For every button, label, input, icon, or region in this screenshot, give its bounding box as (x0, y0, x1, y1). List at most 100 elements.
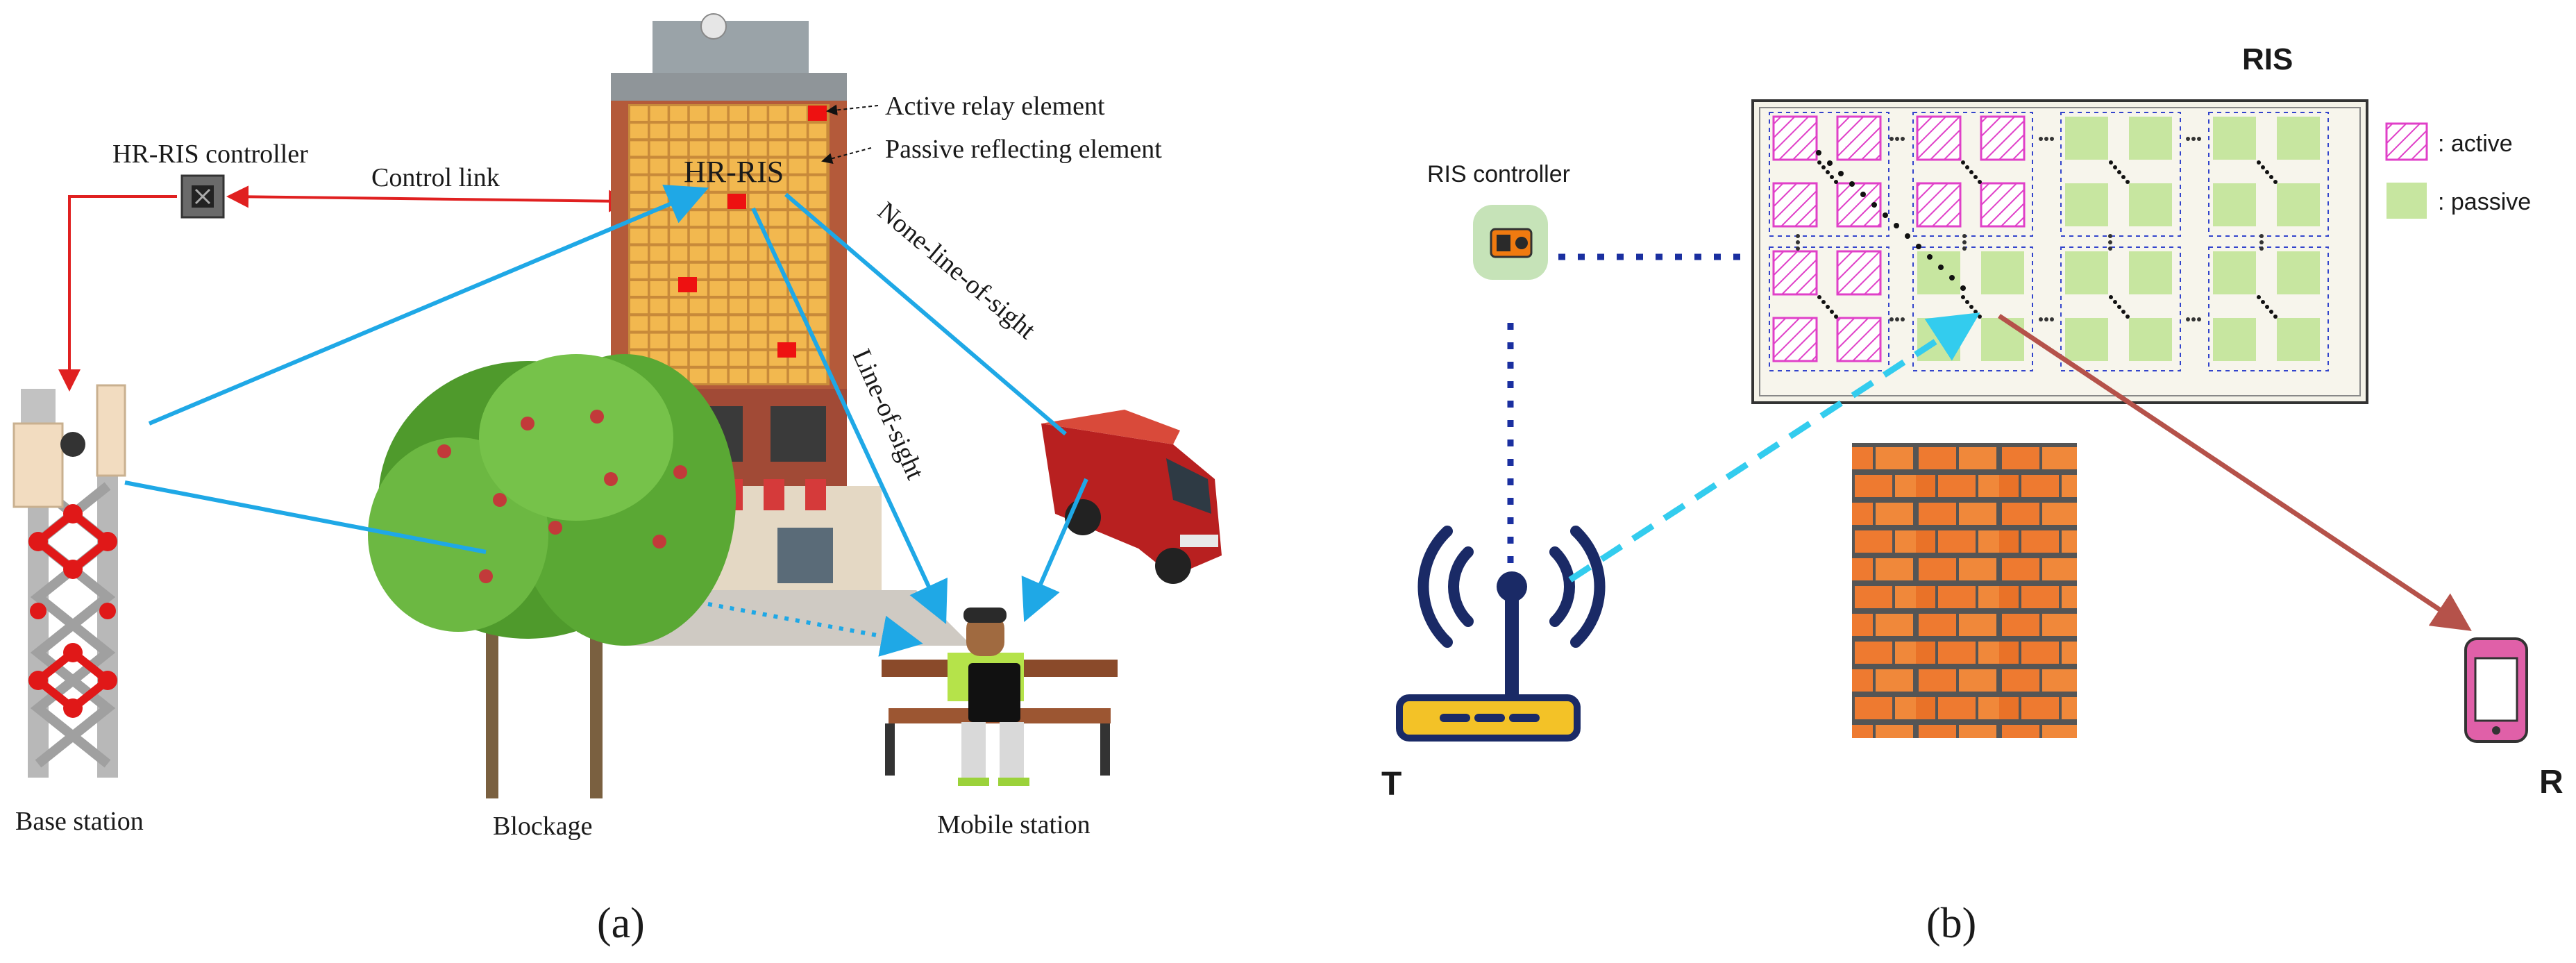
active-element (1916, 182, 1962, 228)
passive-reflecting-element (789, 194, 807, 208)
passive-reflecting-element (730, 246, 747, 261)
passive-reflecting-element (809, 246, 827, 261)
ellipsis-dot (2259, 246, 2264, 251)
passive-element (2065, 117, 2108, 160)
ellipsis-dot (2113, 165, 2117, 169)
passive-element (1917, 251, 1960, 294)
passive-element-pointer (821, 147, 872, 165)
passive-reflecting-element (709, 246, 727, 261)
ellipsis-dot (1834, 180, 1838, 184)
passive-element (2277, 251, 2320, 294)
ellipsis-dot (2113, 300, 2117, 304)
ellipsis-dot (1916, 244, 1921, 249)
passive-reflecting-element (650, 281, 668, 296)
ellipsis-dot (1961, 160, 1965, 165)
receiver-phone-icon (2464, 637, 2528, 743)
ellipsis-dot (2039, 317, 2043, 321)
passive-reflecting-element (730, 124, 747, 139)
passive-reflecting-element (769, 299, 787, 314)
passive-reflecting-element (749, 158, 767, 174)
passive-reflecting-element (749, 281, 767, 296)
passive-reflecting-element (709, 281, 727, 296)
ellipsis-dot (2273, 315, 2278, 319)
ellipsis-dot (1905, 233, 1910, 239)
passive-reflecting-element (709, 299, 727, 314)
passive-reflecting-element (749, 316, 767, 331)
active-relay-element (678, 277, 697, 292)
base-station-tower (12, 384, 126, 778)
ellipsis-dot (2197, 317, 2201, 321)
ellipsis-dot (1796, 246, 1800, 251)
active-element (1836, 115, 1882, 161)
passive-reflecting-element (709, 369, 727, 383)
ellipsis-dot (2108, 246, 2112, 251)
passive-reflecting-element (809, 299, 827, 314)
passive-reflecting-element (809, 124, 827, 139)
passive-element (2129, 117, 2172, 160)
ellipsis-dot (1962, 240, 1967, 244)
ellipsis-dot (1927, 254, 1933, 260)
truck-to-ms-link (1021, 478, 1088, 623)
passive-reflecting-element (630, 106, 648, 121)
passive-reflecting-element (789, 228, 807, 244)
ellipsis-dot (2265, 170, 2269, 174)
tablet-device (968, 663, 1020, 722)
passive-reflecting-element-label: Passive reflecting element (885, 135, 1162, 164)
ellipsis-dot (2117, 305, 2121, 309)
ellipsis-dot (1901, 137, 1905, 141)
passive-reflecting-element (689, 316, 707, 331)
ellipsis-dot (1883, 212, 1888, 218)
panel-b: : active : passive (1381, 42, 2564, 947)
passive-reflecting-element (769, 211, 787, 226)
passive-reflecting-element (689, 141, 707, 156)
passive-reflecting-element (670, 316, 688, 331)
active-element (1772, 115, 1818, 161)
ellipsis-dot (1962, 234, 1967, 238)
passive-reflecting-element (730, 106, 747, 121)
passive-reflecting-element (769, 281, 787, 296)
passive-reflecting-element (630, 299, 648, 314)
passive-element (2213, 117, 2256, 160)
passive-reflecting-element (769, 176, 787, 191)
ellipsis-dot (2039, 137, 2043, 141)
passive-reflecting-element (730, 141, 747, 156)
ellipsis-dot (2050, 317, 2054, 321)
line-of-sight-link (751, 207, 948, 624)
passive-reflecting-element (650, 299, 668, 314)
passive-reflecting-element (769, 194, 787, 208)
passive-reflecting-element (709, 158, 727, 174)
active-element (1772, 317, 1818, 362)
passive-reflecting-element (789, 106, 807, 121)
passive-reflecting-element (769, 106, 787, 121)
passive-reflecting-element (809, 369, 827, 383)
legend-active-label: : active (2438, 131, 2513, 157)
passive-reflecting-element (630, 263, 648, 278)
hr-ris-controller-chip (180, 174, 225, 219)
transmitter-label: T (1381, 766, 1401, 803)
fire-truck (1041, 410, 1222, 584)
passive-reflecting-element (630, 228, 648, 244)
passive-reflecting-element (689, 158, 707, 174)
ellipsis-dot (2197, 137, 2201, 141)
passive-element (2129, 251, 2172, 294)
passive-reflecting-element (769, 316, 787, 331)
ellipsis-dot (1849, 181, 1855, 187)
active-relay-element-label: Active relay element (885, 92, 1105, 121)
passive-reflecting-element (709, 228, 727, 244)
passive-reflecting-element (730, 369, 747, 383)
passive-reflecting-element (749, 246, 767, 261)
passive-element (2065, 318, 2108, 361)
passive-reflecting-element (769, 141, 787, 156)
ris-subarray (2060, 112, 2181, 237)
legend-passive-swatch (2386, 183, 2427, 219)
ellipsis-dot (1871, 202, 1877, 208)
passive-reflecting-element (769, 369, 787, 383)
passive-reflecting-element (789, 176, 807, 191)
passive-element (2213, 183, 2256, 226)
passive-reflecting-element (749, 141, 767, 156)
passive-reflecting-element (709, 263, 727, 278)
passive-reflecting-element (809, 228, 827, 244)
passive-element (2129, 183, 2172, 226)
ellipsis-dot (1960, 285, 1966, 291)
passive-reflecting-element (789, 263, 807, 278)
